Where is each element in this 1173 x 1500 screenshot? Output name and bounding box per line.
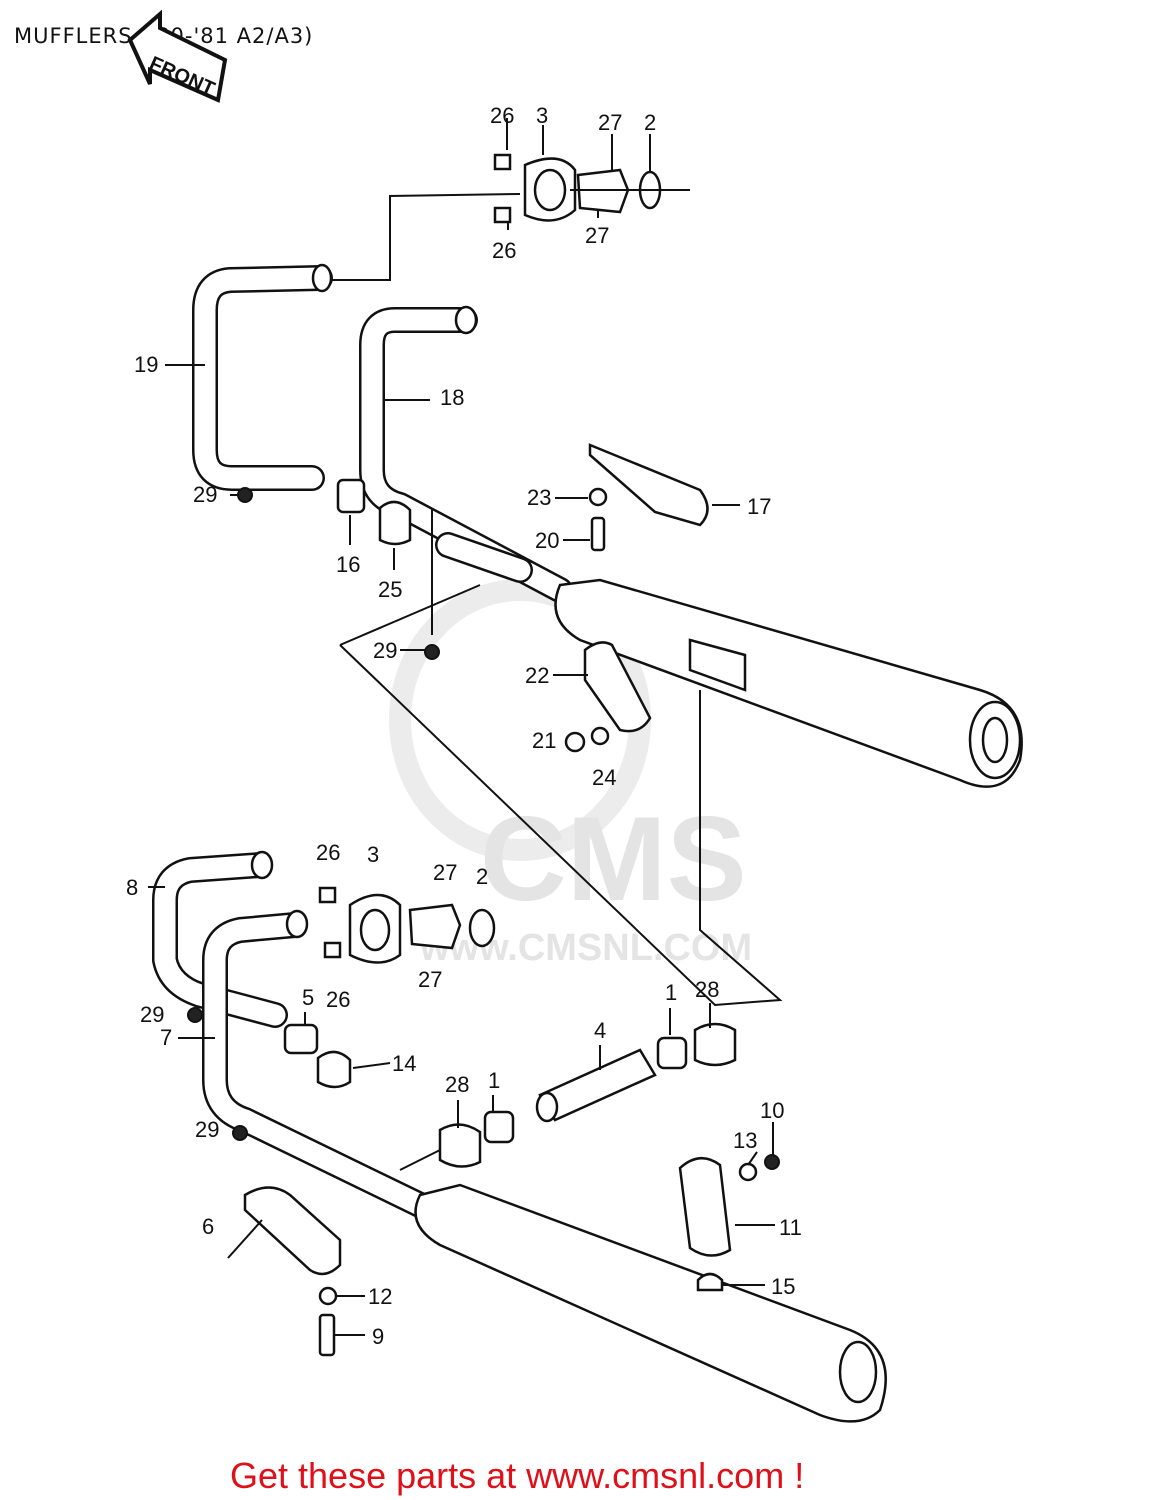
callout-3: 3 [536,103,548,128]
callout-labels: 26 3 27 2 27 26 19 18 17 23 20 29 16 25 … [126,103,802,1349]
callout-27: 27 [418,967,442,992]
callout-1: 1 [488,1068,500,1093]
callout-6: 6 [202,1214,214,1239]
callout-27: 27 [433,860,457,885]
upper-exhaust-assembly [165,118,1023,1007]
callout-18: 18 [440,385,464,410]
callout-23: 23 [527,485,551,510]
callout-21: 21 [532,728,556,753]
callout-26: 26 [492,238,516,263]
callout-29: 29 [140,1002,164,1027]
callout-10: 10 [760,1098,784,1123]
callout-2: 2 [644,110,656,135]
callout-25: 25 [378,577,402,602]
callout-27: 27 [598,110,622,135]
footer-link[interactable]: Get these parts at www.cmsnl.com ! [230,1455,804,1496]
callout-3: 3 [367,842,379,867]
callout-2: 2 [476,864,488,889]
callout-11: 11 [779,1215,802,1240]
callout-24: 24 [592,765,616,790]
callout-27: 27 [585,223,609,248]
callout-9: 9 [372,1324,384,1349]
callout-28: 28 [445,1072,469,1097]
lower-exhaust-assembly [148,850,887,1423]
watermark-logo: CMS [480,792,747,926]
callout-4: 4 [594,1018,606,1043]
callout-5: 5 [302,985,314,1010]
callout-16: 16 [336,552,360,577]
callout-26: 26 [490,103,514,128]
watermark-url: www.CMSNL.COM [419,927,752,969]
callout-17: 17 [747,494,771,519]
callout-12: 12 [368,1284,392,1309]
callout-29: 29 [195,1117,219,1142]
callout-13: 13 [733,1128,757,1153]
callout-26: 26 [326,987,350,1012]
callout-8: 8 [126,875,138,900]
callout-15: 15 [771,1274,795,1299]
callout-28: 28 [695,977,719,1002]
callout-7: 7 [160,1025,172,1050]
callout-20: 20 [535,528,559,553]
callout-19: 19 [134,352,158,377]
callout-29: 29 [193,482,217,507]
callout-14: 14 [392,1051,416,1076]
callout-29: 29 [373,638,397,663]
callout-22: 22 [525,663,549,688]
callout-26: 26 [316,840,340,865]
callout-1: 1 [665,980,677,1005]
